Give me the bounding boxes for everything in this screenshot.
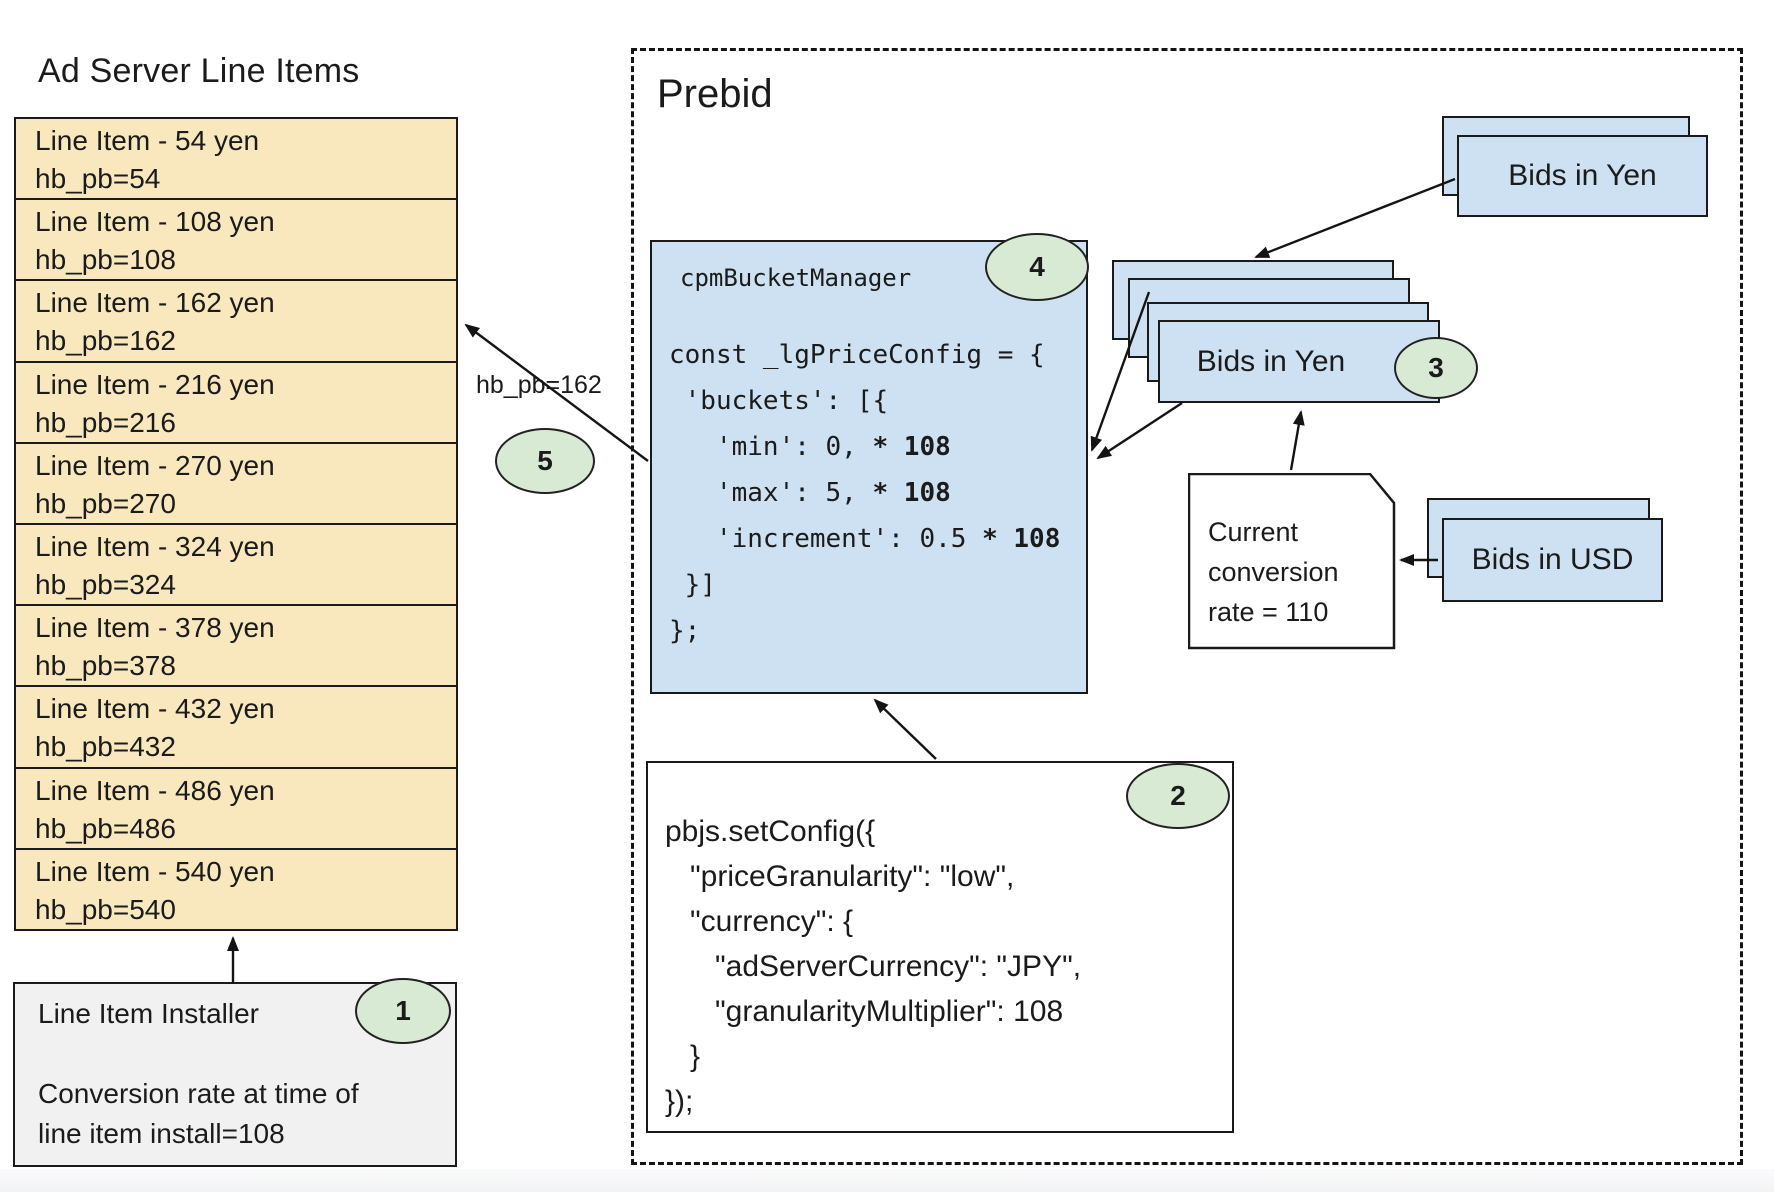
line-item-name: Line Item - 378 yen xyxy=(35,612,275,644)
line-item-name: Line Item - 54 yen xyxy=(35,125,260,156)
line-item-key-value: hb_pb=432 xyxy=(35,731,176,763)
line-item-row: Line Item - 108 yen hb_pb=108 xyxy=(16,200,456,282)
line-item-key-value: hb_pb=540 xyxy=(35,893,176,925)
step-badge-3: 3 xyxy=(1394,337,1478,399)
line-item-key-value: hb_pb=162 xyxy=(35,325,176,357)
cpm-bucket-manager-box: cpmBucketManager const _lgPriceConfig = … xyxy=(650,240,1088,694)
step-badge-1: 1 xyxy=(355,978,451,1044)
line-item-row: Line Item - 432 yen hb_pb=432 xyxy=(16,687,456,769)
line-item-row: Line Item - 162 yen hb_pb=162 xyxy=(16,281,456,363)
line-item-key-value: hb_pb=486 xyxy=(35,812,176,844)
line-item-name: Line Item - 216 yen xyxy=(35,368,275,400)
line-item-row: Line Item - 540 yen hb_pb=540 xyxy=(16,850,456,929)
bids-in-usd-card: Bids in USD xyxy=(1442,518,1663,602)
step-badge-4: 4 xyxy=(985,233,1089,301)
line-item-name: Line Item - 162 yen xyxy=(35,287,275,319)
line-item-name: Line Item - 432 yen xyxy=(35,693,275,725)
line-item-key-value: hb_pb=108 xyxy=(35,244,176,276)
line-item-key-value: hb_pb=54 xyxy=(35,163,161,194)
line-item-name: Line Item - 108 yen xyxy=(35,206,275,238)
line-item-row: Line Item - 486 yen hb_pb=486 xyxy=(16,769,456,850)
line-item-row: Line Item - 54 yen hb_pb=54 xyxy=(16,119,456,201)
line-item-key-value: hb_pb=378 xyxy=(35,650,176,682)
hb-pb-arrow-label: hb_pb=162 xyxy=(476,371,602,399)
step-badge-5: 5 xyxy=(495,428,595,494)
line-item-row: Line Item - 378 yen hb_pb=378 xyxy=(16,606,456,688)
pbjs-set-config-code: pbjs.setConfig({ "priceGranularity": "lo… xyxy=(665,815,1082,1118)
line-item-row: Line Item - 270 yen hb_pb=270 xyxy=(16,444,456,526)
line-item-key-value: hb_pb=216 xyxy=(35,406,176,438)
line-item-name: Line Item - 270 yen xyxy=(35,449,275,481)
line-item-key-value: hb_pb=270 xyxy=(35,487,176,519)
line-item-row: Line Item - 216 yen hb_pb=216 xyxy=(16,363,456,444)
cpm-bucket-manager-label: cpmBucketManager xyxy=(680,264,912,292)
cpm-bucket-manager-code: const _lgPriceConfig = { 'buckets': [{ '… xyxy=(669,340,1061,646)
bids-in-yen-stack-front-card: Bids in Yen xyxy=(1158,320,1440,403)
line-item-name: Line Item - 324 yen xyxy=(35,531,275,563)
page-bottom-edge xyxy=(0,1169,1774,1192)
installer-title: Line Item Installer xyxy=(38,998,259,1029)
line-item-row: Line Item - 324 yen hb_pb=324 xyxy=(16,525,456,607)
prebid-container xyxy=(631,48,1743,1165)
bids-in-yen-top-card: Bids in Yen xyxy=(1457,135,1708,217)
line-item-key-value: hb_pb=324 xyxy=(35,569,176,601)
step-badge-2: 2 xyxy=(1126,763,1230,829)
line-item-name: Line Item - 486 yen xyxy=(35,774,275,806)
prebid-title: Prebid xyxy=(657,72,773,116)
pbjs-set-config-box: pbjs.setConfig({ "priceGranularity": "lo… xyxy=(646,761,1234,1133)
line-item-name: Line Item - 540 yen xyxy=(35,855,275,887)
page-title: Ad Server Line Items xyxy=(38,52,360,90)
line-items-table: Line Item - 54 yen hb_pb=54 Line Item - … xyxy=(14,117,458,931)
